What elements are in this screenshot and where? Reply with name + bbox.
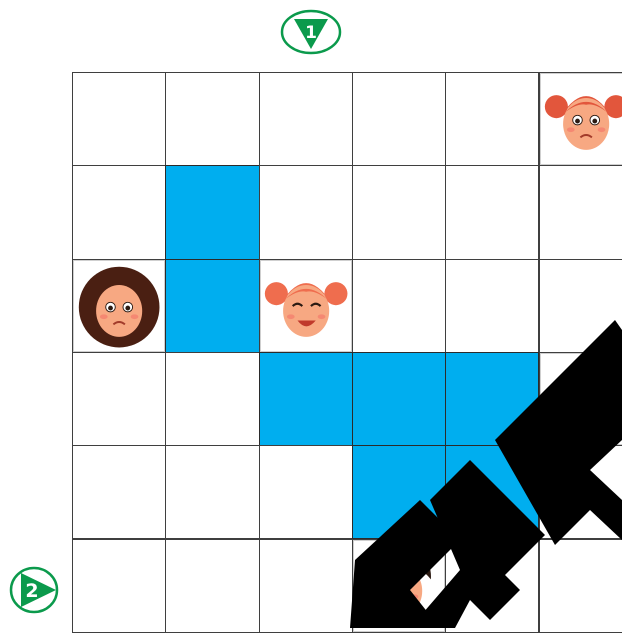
grid-cell-r1-c3 <box>352 165 446 259</box>
marker-1-label: 1 <box>305 23 317 43</box>
start-marker-1: 1 <box>280 9 342 55</box>
character-girl-curly-worried <box>73 260 165 352</box>
grid-cell-r3-c1 <box>165 352 259 446</box>
grid-cell-r3-c4 <box>445 352 539 446</box>
grid-cell-r5-c2 <box>259 539 353 633</box>
grid-cell-r0-c3 <box>352 72 446 166</box>
grid-cell-r1-c0 <box>72 165 166 259</box>
grid-cell-r4-c0 <box>72 445 166 539</box>
grid-cell-r2-c4 <box>445 259 539 353</box>
grid-cell-r4-c3 <box>352 445 446 539</box>
grid-cell-r1-c2 <box>259 165 353 259</box>
grid-cell-r1-c4 <box>445 165 539 259</box>
grid-cell-r3-c2 <box>259 352 353 446</box>
character-girl-pigtails-worried <box>540 73 622 165</box>
grid-cell-r4-c5 <box>539 445 622 539</box>
grid-cell-r1-c1 <box>165 165 259 259</box>
character-girl-pigtails-laughing <box>260 260 352 352</box>
character-boy-dark-laughing <box>353 540 445 632</box>
grid-cell-r5-c0 <box>72 539 166 633</box>
grid-cell-r5-c1 <box>165 539 259 633</box>
grid-cell-r0-c4 <box>445 72 539 166</box>
marker-2-label: 2 <box>25 580 38 602</box>
grid-cell-r5-c4 <box>445 539 539 633</box>
grid-cell-r0-c1 <box>165 72 259 166</box>
grid-cell-r0-c2 <box>259 72 353 166</box>
grid-cell-r2-c3 <box>352 259 446 353</box>
grid-cell-r0-c0 <box>72 72 166 166</box>
grid-cell-r1-c5 <box>539 165 622 259</box>
maze-grid <box>72 72 622 632</box>
start-marker-2: 2 <box>8 565 64 617</box>
grid-cell-r2-c1 <box>165 259 259 353</box>
grid-cell-r3-c3 <box>352 352 446 446</box>
grid-cell-r4-c1 <box>165 445 259 539</box>
grid-cell-r3-c0 <box>72 352 166 446</box>
grid-cell-r2-c5 <box>539 259 622 353</box>
grid-cell-r4-c2 <box>259 445 353 539</box>
grid-cell-r5-c5 <box>539 539 622 633</box>
character-boy-curly-side <box>540 353 622 445</box>
grid-cell-r4-c4 <box>445 445 539 539</box>
